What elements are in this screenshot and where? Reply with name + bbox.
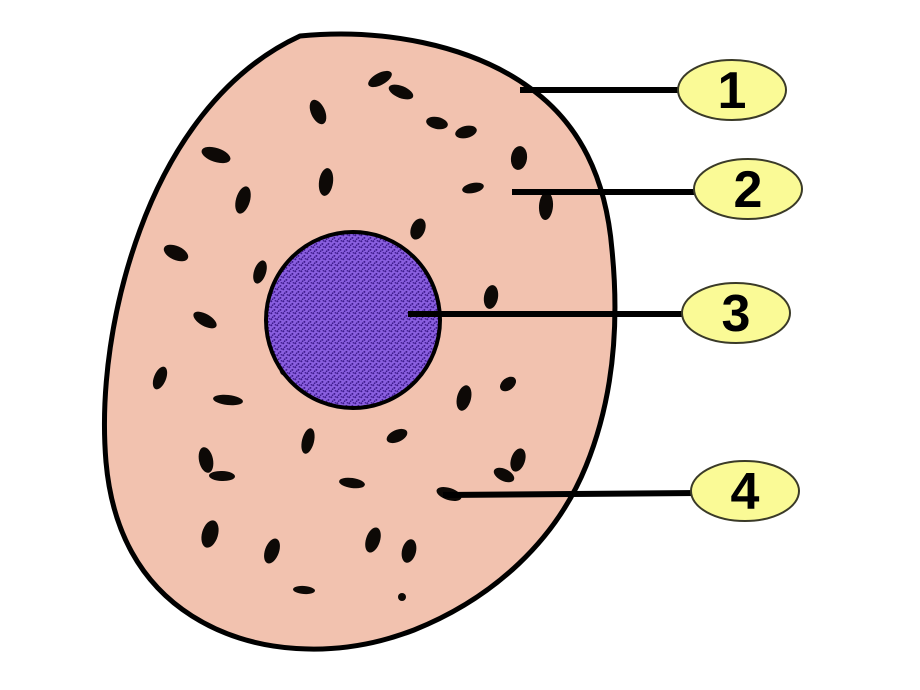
organelle: [500, 376, 516, 392]
organelle: [456, 385, 472, 411]
organelle: [193, 311, 217, 329]
nucleus: [264, 230, 442, 410]
label-2-text: 2: [734, 161, 763, 219]
organelle: [209, 470, 235, 482]
label-2[interactable]: 2: [693, 158, 803, 220]
organelle: [201, 146, 231, 164]
label-1-text: 1: [718, 62, 747, 120]
organelle: [301, 428, 315, 454]
organelle: [398, 593, 406, 601]
organelle: [401, 539, 417, 563]
organelle-group: [152, 70, 554, 601]
label-2-ellipse[interactable]: [693, 158, 803, 220]
label-3-text: 3: [722, 285, 751, 343]
organelle: [426, 116, 448, 130]
organelle: [483, 285, 499, 309]
organelle: [368, 70, 392, 88]
organelle: [253, 260, 267, 284]
organelle: [318, 168, 334, 196]
organelle: [388, 84, 414, 100]
organelle: [510, 448, 526, 472]
label-1-ellipse[interactable]: [677, 59, 787, 121]
organelle: [493, 467, 515, 483]
organelle: [309, 99, 327, 125]
leader-4: [442, 490, 699, 498]
organelle: [510, 146, 528, 170]
organelle: [264, 538, 280, 564]
label-4-text: 4: [731, 463, 760, 521]
organelle: [410, 218, 426, 240]
label-3-ellipse[interactable]: [681, 282, 791, 344]
organelle: [365, 527, 381, 553]
organelle: [339, 477, 365, 489]
label-group: 1 2 3 4: [677, 59, 803, 522]
organelle: [462, 182, 484, 194]
label-4[interactable]: 4: [690, 460, 800, 522]
organelle: [201, 520, 219, 548]
organelle: [455, 125, 477, 139]
organelle: [293, 585, 315, 595]
organelle: [152, 366, 168, 390]
label-1[interactable]: 1: [677, 59, 787, 121]
organelle: [386, 428, 408, 444]
label-4-ellipse[interactable]: [690, 460, 800, 522]
organelle: [213, 394, 243, 406]
organelle: [235, 186, 251, 214]
organelle: [538, 192, 554, 220]
organelle: [198, 447, 214, 473]
leader-line-group: [408, 87, 699, 498]
organelle: [163, 244, 189, 262]
label-3[interactable]: 3: [681, 282, 791, 344]
